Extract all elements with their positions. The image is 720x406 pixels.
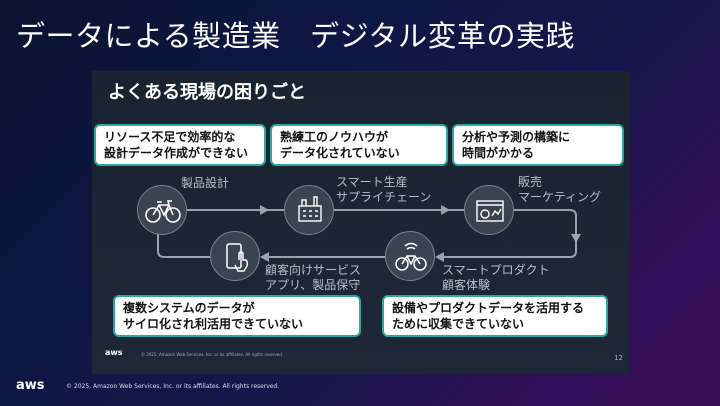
label-sales: 販売 マーケティング [518,175,602,204]
label-service: 顧客向けサービス アプリ、製品保守 [265,263,362,292]
embedded-slide: よくある現場の困りごと [92,71,629,374]
label-smart-product: スマートプロダクト 顧客体験 [442,263,550,292]
copyright-footer: © 2025, Amazon Web Services, Inc. or its… [66,383,280,390]
smart-manufacturing-node [284,185,334,235]
callout-smart-product: 設備やプロダクトデータを活用する ために収集できていない [382,295,608,337]
page-number: 12 [614,354,623,362]
smart-bicycle-icon [395,242,427,271]
service-node [210,231,260,281]
design-node [137,185,187,235]
callout-service: 複数システムのデータが サイロ化され利活用できていない [113,295,361,337]
inner-aws-logo: aws [105,348,123,357]
label-smart-mfg: スマート生産 サプライチェーン [336,175,432,204]
smart-product-node [385,231,435,281]
slide-title: データによる製造業 デジタル変革の実践 [16,19,576,53]
callout-design: リソース不足で効率的な 設計データ作成ができない [94,124,266,166]
callout-smart-mfg: 熟練工のノウハウが データ化されていない [270,124,448,166]
aws-logo: aws [16,378,45,393]
bicycle-icon [145,200,181,223]
label-design: 製品設計 [181,176,230,190]
mobile-touch-icon [226,243,249,272]
inner-slide-title: よくある現場の困りごと [108,82,306,103]
dashboard-icon [476,200,504,222]
inner-footer: © 2025, Amazon Web Services, Inc. or its… [141,352,284,357]
factory-icon [298,196,322,222]
callout-sales: 分析や予測の構築に 時間がかかる [452,124,624,166]
sales-node [464,185,514,235]
